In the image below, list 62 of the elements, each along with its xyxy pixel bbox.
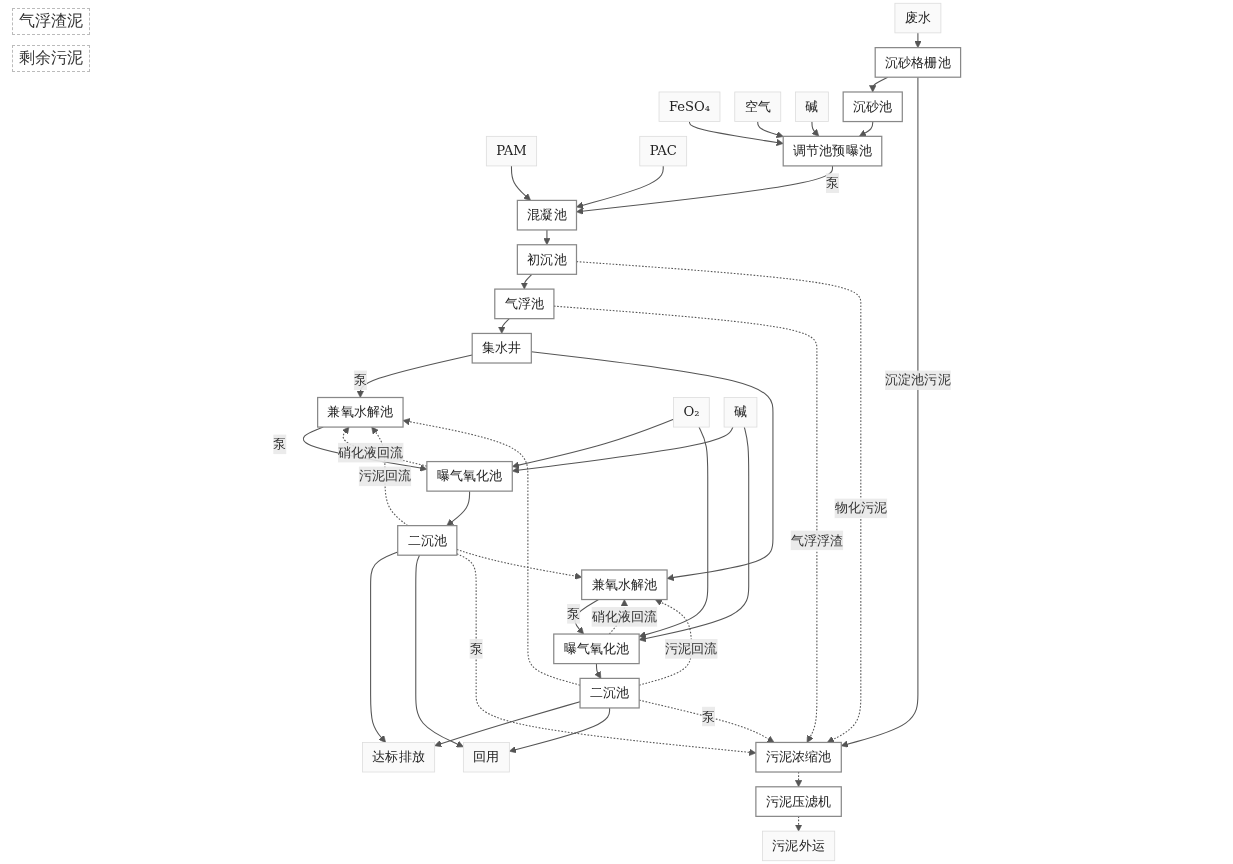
node-box: 沉砂池 (842, 91, 903, 123)
arrow (497, 318, 510, 334)
arrow (593, 663, 601, 679)
node-box: PAM (485, 135, 537, 167)
edge-label: 物化污泥 (834, 500, 887, 516)
arrow (511, 426, 734, 474)
node-box: 初沉池 (516, 244, 577, 275)
edge-label: 硝化液回流 (337, 444, 404, 461)
arrow (858, 121, 873, 137)
edge-label: 污泥回流 (664, 640, 718, 657)
node-box: 混凝池 (516, 199, 577, 231)
arrow (511, 418, 674, 469)
arrow (756, 121, 784, 139)
edge-label: 气浮浮渣 (790, 532, 843, 548)
node-box: 曝气氧化池 (552, 633, 640, 665)
node-box: 达标排放 (361, 742, 435, 773)
edge-label: 泵 (272, 436, 286, 452)
node-box: 曝气氧化池 (425, 460, 513, 492)
node-box: 二沉池 (578, 677, 640, 709)
edge-label: 泵 (469, 640, 483, 657)
node-box: 兼氧水解池 (316, 396, 404, 428)
node-box: 污泥压滤机 (754, 786, 842, 817)
node-box: PAC (638, 135, 687, 167)
arrow (508, 707, 610, 754)
edge-label: 泵 (825, 174, 839, 191)
arrow (638, 426, 708, 639)
node-box: 沉砂格栅池 (874, 47, 961, 78)
note-label: 剩余污泥 (12, 45, 90, 72)
node-box: 集水井 (471, 332, 532, 364)
node-box: 二沉池 (396, 525, 457, 556)
arrow (868, 76, 888, 93)
arrow (520, 273, 532, 290)
arrow (369, 551, 398, 743)
node-box: 碱 (723, 397, 757, 428)
edge-label: 污泥回流 (358, 468, 411, 484)
node-box: 回用 (462, 742, 510, 773)
node-box: FeSO₄ (658, 91, 720, 122)
arrow (414, 554, 464, 748)
node-box: 兼氧水解池 (580, 569, 668, 601)
arrow (810, 121, 819, 137)
node-box: 空气 (733, 91, 781, 122)
arrow (530, 351, 774, 581)
node-box: 气浮池 (493, 288, 555, 320)
node-box: 碱 (794, 91, 829, 122)
arrow (446, 490, 470, 526)
arrow (402, 418, 581, 686)
note-label: 气浮渣泥 (12, 8, 90, 35)
node-box: O₂ (672, 397, 710, 428)
arrow (542, 229, 551, 246)
edge-label: 硝化液回流 (591, 608, 657, 625)
edge-label: 泵 (353, 372, 367, 388)
node-box: 污泥浓缩池 (754, 741, 842, 773)
node-box: 污泥外运 (761, 830, 835, 862)
arrow (688, 121, 784, 147)
node-box: 废水 (894, 2, 941, 34)
arrow (913, 32, 922, 48)
edge-label: 沉淀池污泥 (884, 372, 951, 388)
edge-label: 泵 (566, 605, 580, 622)
arrow (510, 165, 531, 201)
node-box: 调节池预曝池 (782, 135, 882, 167)
arrow (638, 426, 749, 643)
edge-label: 泵 (701, 708, 715, 724)
